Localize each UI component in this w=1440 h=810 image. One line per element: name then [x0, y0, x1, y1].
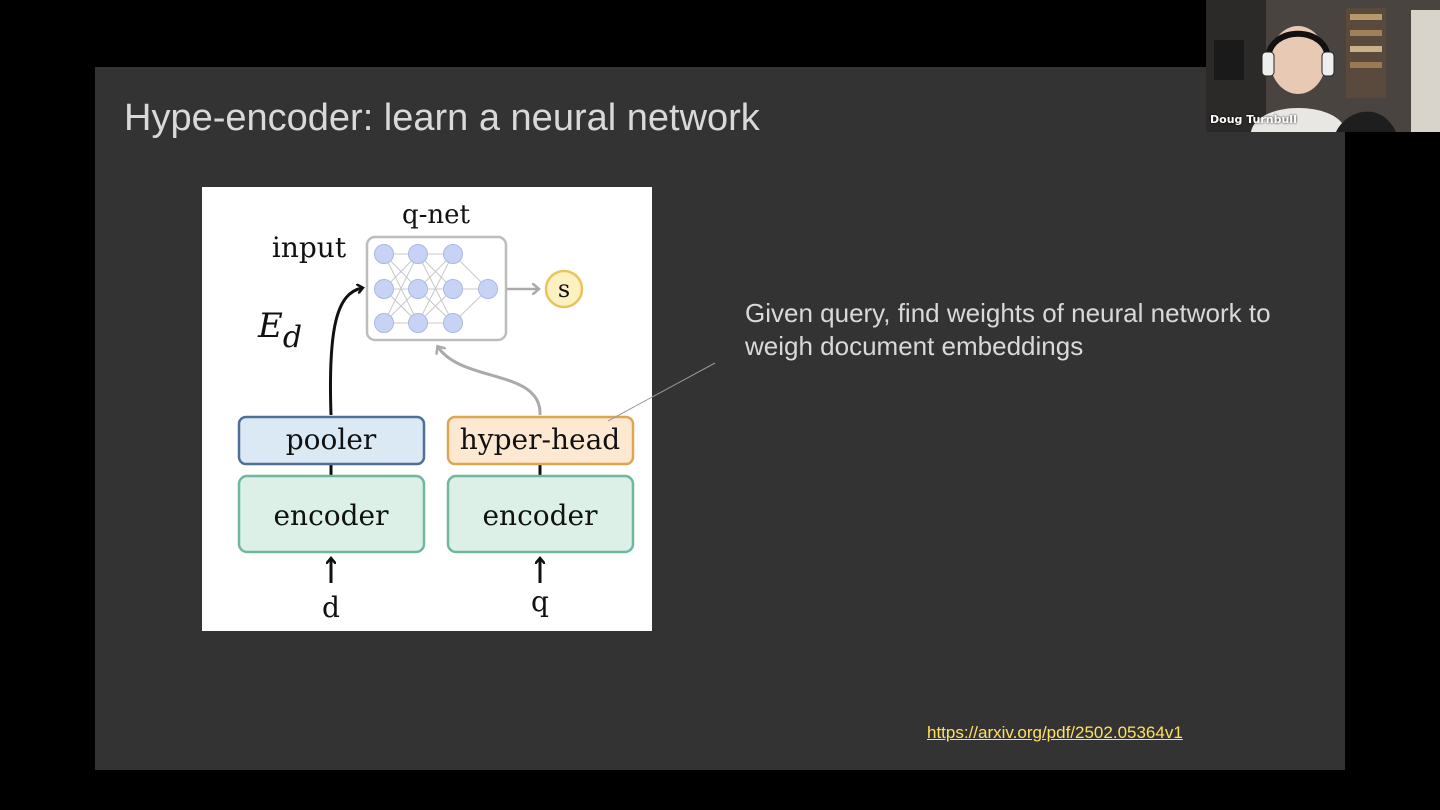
hyper-head-box	[446, 415, 635, 466]
slide-caption: Given query, find weights of neural netw…	[745, 298, 1271, 361]
doc-label: d	[322, 591, 340, 624]
neurons	[374, 244, 498, 333]
pooler-label: pooler	[286, 423, 377, 456]
qnet-label: q-net	[402, 200, 471, 230]
encoder-left-box	[237, 474, 426, 554]
encoder-right-label: encoder	[482, 499, 598, 532]
slide: Hype-encoder: learn a neural network	[95, 67, 1345, 770]
diagram-svg: s q-net input Ed pooler hyper-head encod…	[237, 200, 635, 624]
pooler-box	[237, 415, 426, 466]
participant-name: Doug Turnbull	[1210, 113, 1297, 126]
slide-title: Hype-encoder: learn a neural network	[124, 97, 760, 139]
participant-video	[1206, 0, 1440, 132]
query-label: q	[531, 585, 549, 618]
input-label: input	[272, 231, 347, 264]
encoder-left-label: encoder	[273, 499, 389, 532]
paper-link[interactable]: https://arxiv.org/pdf/2502.05364v1	[927, 723, 1183, 742]
hyper-head-label: hyper-head	[460, 423, 620, 456]
callout-line	[607, 362, 716, 422]
output-node	[544, 269, 584, 309]
embedding-arrow	[328, 288, 362, 416]
embedding-symbol: Ed	[257, 306, 302, 355]
hype-encoder-diagram: s q-net input Ed pooler hyper-head encod…	[202, 187, 652, 631]
webcam-thumbnail[interactable]: Doug Turnbull	[1206, 0, 1440, 132]
output-label: s	[558, 275, 570, 303]
hyper-head-arrow	[438, 347, 542, 416]
encoder-right-box	[446, 474, 635, 554]
